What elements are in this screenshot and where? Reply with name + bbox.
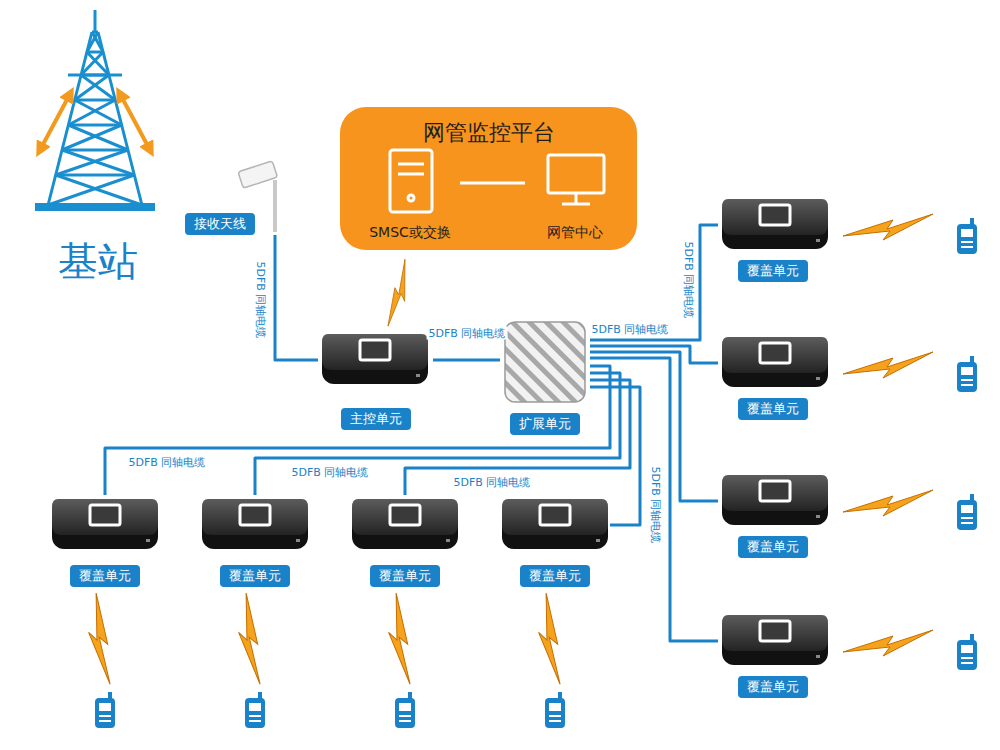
cable-label: 5DFB 同轴电缆 [649, 465, 662, 546]
tower-strut [81, 75, 115, 100]
coax-cable [275, 235, 318, 360]
nms-panel: 网管监控平台 SMSC或交换 网管中心 [340, 107, 637, 250]
node-label: 接收天线 [185, 213, 255, 235]
node-label: 覆盖单元 [220, 565, 290, 587]
coax-cable [590, 225, 718, 340]
node-label: 基站 [58, 237, 138, 285]
node-label: 扩展单元 [510, 413, 580, 435]
signal-arrow [40, 94, 70, 150]
tower-strut [75, 99, 116, 102]
tower-strut [68, 125, 128, 150]
wireless-bolts [84, 214, 933, 684]
node-label: 覆盖单元 [520, 565, 590, 587]
node-label: 主控单元 [341, 408, 411, 430]
nms-center: 网管中心 [525, 145, 625, 245]
coverage-unit: 覆盖单元 [500, 495, 610, 587]
cable-label: 5DFB 同轴电缆 [682, 240, 695, 321]
tower-strut [75, 100, 122, 125]
cable-label: 5DFB 同轴电缆 [254, 260, 267, 341]
coverage-unit: 覆盖单元 [50, 495, 160, 587]
node-label: 网管监控平台 [423, 119, 555, 147]
coax-cable [405, 380, 630, 495]
coverage-unit: 覆盖单元 [718, 328, 828, 420]
cable-label: 5DFB 同轴电缆 [127, 456, 208, 469]
receive-antenna: 接收天线 [183, 160, 288, 235]
tower-strut [75, 75, 109, 100]
node-label: 覆盖单元 [738, 398, 808, 420]
tower-strut [62, 150, 134, 175]
node-label: 覆盖单元 [738, 260, 808, 282]
coverage-unit: 覆盖单元 [718, 466, 828, 558]
tower-base [35, 203, 155, 211]
node-label: 覆盖单元 [738, 676, 808, 698]
coax-cable [433, 359, 500, 362]
node-label: 覆盖单元 [738, 536, 808, 558]
smsc-server: SMSC或交换 [360, 145, 460, 245]
node-label: 网管中心 [547, 223, 603, 241]
cable-label: 5DFB 同轴电缆 [290, 466, 371, 479]
coax-cable [590, 387, 640, 525]
tower-strut [68, 124, 121, 127]
tower-strut [68, 74, 122, 77]
coax-cable [590, 346, 718, 363]
node-label: 覆盖单元 [370, 565, 440, 587]
coverage-unit: 覆盖单元 [200, 495, 310, 587]
expansion-unit: 扩展单元 [500, 320, 590, 435]
coax-cable [255, 373, 620, 495]
radio-icons [95, 218, 977, 728]
base-station: 基站 [28, 20, 168, 285]
cable-label: 5DFB 同轴电缆 [452, 476, 533, 489]
cable-label: 5DFB 同轴电缆 [590, 323, 671, 336]
node-label: 覆盖单元 [70, 565, 140, 587]
monitor-icon [548, 155, 604, 204]
tower-strut [56, 150, 128, 175]
coverage-unit: 覆盖单元 [718, 190, 828, 282]
nms-panel-ground [340, 107, 637, 250]
tower-strut [81, 52, 103, 75]
node-label: SMSC或交换 [369, 223, 451, 241]
tower-strut [94, 10, 97, 32]
tower-strut [48, 175, 134, 205]
tower-strut [62, 125, 122, 150]
coax-cable [460, 182, 525, 185]
tower-strut [56, 174, 135, 177]
cable-label: 5DFB 同轴电缆 [427, 327, 508, 340]
server-icon [390, 150, 432, 212]
expansion-box [505, 322, 585, 402]
coax-cable [105, 366, 610, 495]
signal-arrow [120, 94, 150, 150]
master-unit: 主控单元 [318, 325, 433, 430]
coverage-unit: 覆盖单元 [350, 495, 460, 587]
tower-strut [62, 149, 128, 152]
coverage-unit: 覆盖单元 [718, 606, 828, 698]
tower-strut [87, 32, 98, 52]
tower-strut [56, 175, 142, 205]
device-icons [52, 199, 828, 665]
tower-strut [68, 100, 115, 125]
